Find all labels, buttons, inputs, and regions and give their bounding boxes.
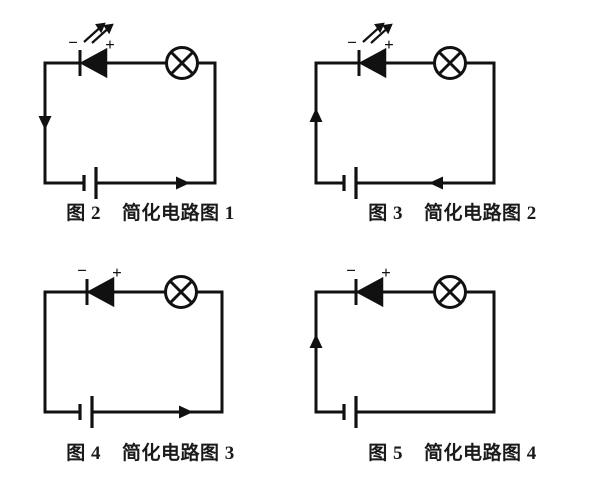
- figure-caption: 图 5 简化电路图 4: [368, 443, 537, 464]
- diode-triangle-icon: [355, 276, 384, 308]
- lamp-cross-icon: [438, 51, 462, 75]
- lamp-cross-icon: [170, 51, 194, 75]
- battery-symbol: [342, 167, 358, 199]
- diode-triangle-icon: [358, 47, 387, 79]
- diode-plus-label: +: [381, 263, 391, 282]
- battery-symbol: [342, 396, 358, 428]
- diode-symbol: − +: [346, 261, 391, 308]
- diode-plus-label: +: [112, 263, 122, 282]
- circuit-svg-figure-2: − +: [38, 22, 217, 199]
- current-arrow-left-down: [38, 116, 52, 130]
- figure-cell-figure-5: − + 图 5 简化电路图 4: [302, 252, 603, 500]
- diode-symbol: − +: [77, 261, 122, 308]
- lamp-symbol: [164, 275, 198, 309]
- diode-triangle-icon: [86, 276, 115, 308]
- figure-cell-figure-2: − + 图 2 简化电路图 1: [0, 0, 301, 250]
- led-plus-label: +: [384, 35, 394, 54]
- light-ray-icon: [83, 22, 114, 44]
- light-ray-icon: [362, 22, 393, 44]
- led-symbol: − +: [68, 22, 115, 79]
- circuit-svg-figure-5: − +: [309, 261, 496, 428]
- circuit-svg-figure-3: − +: [309, 22, 496, 199]
- current-arrow-left-up: [309, 108, 323, 122]
- current-arrow-bottom-left: [429, 176, 443, 190]
- current-arrow-bottom-right: [176, 176, 190, 190]
- diode-minus-label: −: [346, 261, 356, 280]
- lamp-symbol: [165, 46, 199, 80]
- current-arrow-bottom-right: [179, 405, 193, 419]
- figure-caption: 图 3 简化电路图 2: [368, 203, 537, 224]
- diode-minus-label: −: [77, 261, 87, 280]
- battery-symbol: [82, 167, 98, 199]
- lamp-symbol: [433, 275, 467, 309]
- lamp-cross-icon: [438, 280, 462, 304]
- led-symbol: − +: [347, 22, 394, 79]
- current-arrow-left-up: [309, 334, 323, 348]
- lamp-cross-icon: [169, 280, 193, 304]
- battery-symbol: [78, 396, 94, 428]
- diode-triangle-icon: [79, 47, 108, 79]
- figure-caption: 图 4 简化电路图 3: [66, 443, 235, 464]
- circuit-svg-figure-4: − +: [43, 261, 224, 428]
- led-plus-label: +: [105, 35, 115, 54]
- figure-cell-figure-3: − + 图 3 简化电路图 2: [302, 0, 603, 250]
- figure-caption: 图 2 简化电路图 1: [66, 203, 235, 224]
- figure-cell-figure-4: − + 图 4 简化电路图 3: [0, 252, 301, 500]
- led-minus-label: −: [347, 33, 357, 52]
- led-minus-label: −: [68, 33, 78, 52]
- lamp-symbol: [433, 46, 467, 80]
